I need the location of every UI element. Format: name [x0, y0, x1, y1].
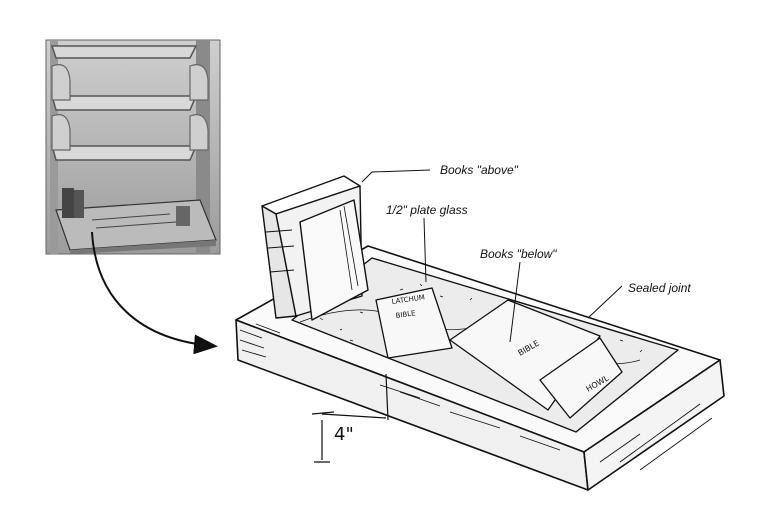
leader-plate-glass — [423, 217, 427, 283]
curved-arrow-icon — [91, 231, 218, 355]
books-above — [261, 175, 369, 321]
depth-dimension — [311, 373, 389, 463]
photo-shelves — [50, 45, 198, 161]
svg-text:BIBLE: BIBLE — [395, 309, 416, 320]
label-depth: 4" — [334, 424, 354, 445]
leader-lines — [361, 169, 623, 343]
label-books-below: Books "below" — [480, 247, 557, 261]
leader-sealed-joint — [587, 285, 623, 319]
reference-photo — [45, 39, 221, 255]
label-plate-glass: 1/2" plate glass — [386, 203, 468, 217]
display-case-sketch: LATCHUM BIBLE BIBLE HOWL — [235, 175, 725, 491]
leader-books-above — [361, 169, 431, 183]
photo-display-case — [55, 188, 217, 254]
label-books-above: Books "above" — [440, 163, 519, 177]
leader-books-below — [509, 261, 521, 343]
label-sealed-joint: Sealed joint — [628, 281, 691, 295]
case-right-face — [583, 359, 725, 491]
